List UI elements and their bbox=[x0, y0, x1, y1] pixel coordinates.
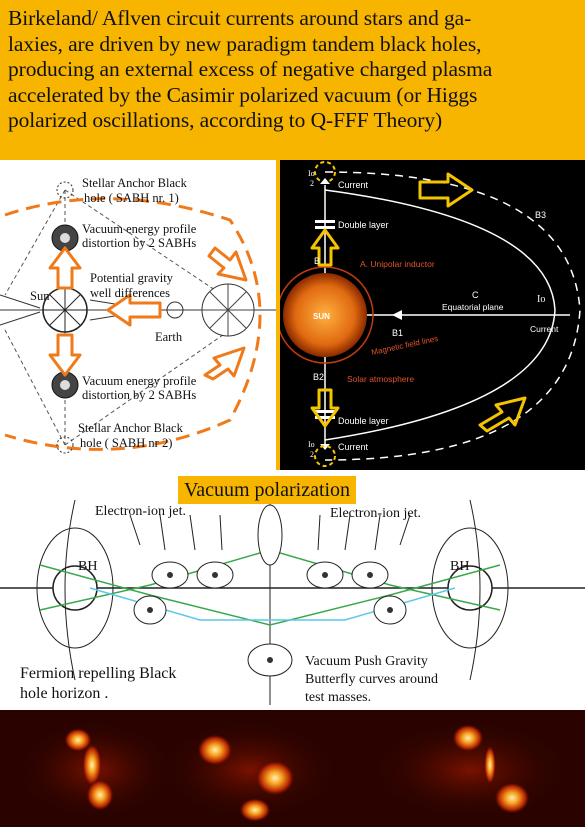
jet-lobe bbox=[82, 743, 102, 787]
header-line-4: accelerated by the Casimir polarized vac… bbox=[8, 82, 478, 107]
label-push-3: test masses. bbox=[305, 690, 371, 705]
label-double-layer-bot: Double layer bbox=[338, 416, 389, 426]
arrow-up-icon bbox=[310, 228, 340, 267]
central-lobe bbox=[257, 504, 283, 566]
label-io-bot: Io bbox=[308, 440, 315, 449]
galaxy-jets-image bbox=[0, 710, 585, 827]
sabh-diagram: Stellar Anchor Black hole ( SABH nr. 1) … bbox=[0, 160, 276, 470]
label-anchor-bot-1: Stellar Anchor Black bbox=[78, 421, 184, 435]
dashed-line bbox=[64, 189, 231, 301]
label-current-top: Current bbox=[338, 180, 369, 190]
bh-right-horizon bbox=[431, 527, 509, 649]
sabh-top-marker bbox=[56, 181, 74, 199]
label-bh-left: BH bbox=[78, 559, 97, 574]
jet-lobe bbox=[494, 782, 530, 814]
vacuum-polarization-diagram: Electron-ion jet. Electron-ion jet. BH B… bbox=[0, 470, 585, 710]
orange-dashed-arc bbox=[4, 197, 262, 451]
label-sun: SUN bbox=[313, 312, 330, 321]
label-double-layer-top: Double layer bbox=[338, 220, 389, 230]
arrow-diagonal-icon bbox=[478, 396, 527, 433]
dashed-line bbox=[4, 329, 66, 446]
header-banner: Birkeland/ Aflven circuit currents aroun… bbox=[0, 0, 585, 160]
label-io-bot-num: 2 bbox=[310, 450, 314, 459]
header-line-2: laxies, are driven by new paradigm tande… bbox=[8, 31, 482, 56]
label-push-2: Butterfly curves around bbox=[305, 672, 438, 687]
label-bh-right: BH bbox=[450, 559, 469, 574]
label-current-bot: Current bbox=[338, 442, 369, 452]
jet-lobe bbox=[239, 798, 271, 822]
label-sun: Sun bbox=[30, 289, 50, 303]
label-io-right: Io bbox=[537, 294, 545, 305]
header-line-1: Birkeland/ Aflven circuit currents aroun… bbox=[8, 6, 472, 30]
label-b: B bbox=[314, 256, 320, 266]
label-potential-2: well differences bbox=[90, 286, 170, 300]
inner-field-loop bbox=[324, 189, 556, 441]
arrow-right-icon bbox=[418, 172, 474, 208]
unipolar-diagram-panel: Current Double layer B A. Unipolar induc… bbox=[280, 160, 585, 470]
label-io-top: Io bbox=[308, 169, 315, 178]
label-anchor-top-2: hole ( SABH nr. 1) bbox=[84, 191, 179, 205]
earth-orbit-marker bbox=[166, 301, 184, 319]
bh-right-core bbox=[447, 565, 493, 611]
label-vac-top-2: distortion by 2 SABHs bbox=[82, 236, 196, 250]
dashed-line bbox=[64, 329, 231, 446]
label-b3: B3 bbox=[535, 210, 546, 220]
sabh-bottom-marker bbox=[56, 436, 74, 454]
unipolar-diagram: Current Double layer B A. Unipolar induc… bbox=[280, 160, 585, 470]
vacuum-polarization-panel: Electron-ion jet. Electron-ion jet. BH B… bbox=[0, 470, 585, 710]
label-potential-1: Potential gravity bbox=[90, 271, 174, 285]
green-field-line bbox=[39, 564, 501, 626]
label-fermion-2: hole horizon . bbox=[20, 685, 108, 702]
label-anchor-top-1: Stellar Anchor Black bbox=[82, 176, 188, 190]
label-b2: B2 bbox=[313, 372, 324, 382]
label-c: C bbox=[472, 290, 479, 300]
header-line-5: polarized oscillations, according to Q-F… bbox=[8, 108, 443, 132]
galaxy-jets-picture bbox=[0, 710, 585, 827]
label-equatorial: Equatorial plane bbox=[442, 302, 504, 312]
label-unipolar: A. Unipolar inductor bbox=[360, 259, 435, 269]
label-vac-top-1: Vacuum energy profile bbox=[82, 222, 197, 236]
label-anchor-bot-2: hole ( SABH nr 2) bbox=[80, 436, 172, 450]
label-current-right: Current bbox=[530, 324, 559, 334]
arrow-left-icon bbox=[106, 293, 162, 327]
sun-disk bbox=[283, 273, 367, 357]
label-jet-left: Electron-ion jet. bbox=[95, 504, 186, 519]
jet-lobe bbox=[452, 724, 484, 752]
header-line-3: producing an external excess of negative… bbox=[8, 57, 493, 81]
sabh-diagram-panel: Stellar Anchor Black hole ( SABH nr. 1) … bbox=[0, 160, 280, 470]
label-io-top-num: 2 bbox=[310, 179, 314, 188]
label-solar-atm: Solar atmosphere bbox=[347, 374, 414, 384]
arrow-down-icon bbox=[310, 388, 340, 428]
label-earth: Earth bbox=[155, 330, 183, 344]
jet-lobe bbox=[86, 779, 114, 811]
label-jet-right: Electron-ion jet. bbox=[330, 506, 421, 521]
dashed-line bbox=[4, 189, 66, 296]
arrow-diagonal-icon bbox=[207, 246, 248, 282]
arrow-down-icon bbox=[48, 333, 82, 377]
label-vac-bot-1: Vacuum energy profile bbox=[82, 374, 197, 388]
outer-current-loop bbox=[324, 171, 581, 461]
arrow-diagonal-icon bbox=[203, 346, 246, 381]
arrow-up-icon bbox=[48, 246, 82, 290]
bh-left-horizon bbox=[36, 527, 114, 649]
label-vac-bot-2: distortion by 2 SABHs bbox=[82, 388, 196, 402]
label-b1: B1 bbox=[392, 328, 403, 338]
jet-lobe bbox=[197, 734, 233, 766]
vacuum-polarization-title: Vacuum polarization bbox=[178, 476, 357, 504]
jet-lobe bbox=[64, 728, 92, 752]
label-push-1: Vacuum Push Gravity bbox=[305, 654, 428, 669]
jet-lobe bbox=[484, 745, 496, 785]
label-fermion-1: Fermion repelling Black bbox=[20, 665, 176, 682]
io-marker-bottom bbox=[314, 445, 336, 467]
solar-atmosphere-ring bbox=[280, 266, 374, 364]
jet-lobe bbox=[255, 760, 295, 796]
